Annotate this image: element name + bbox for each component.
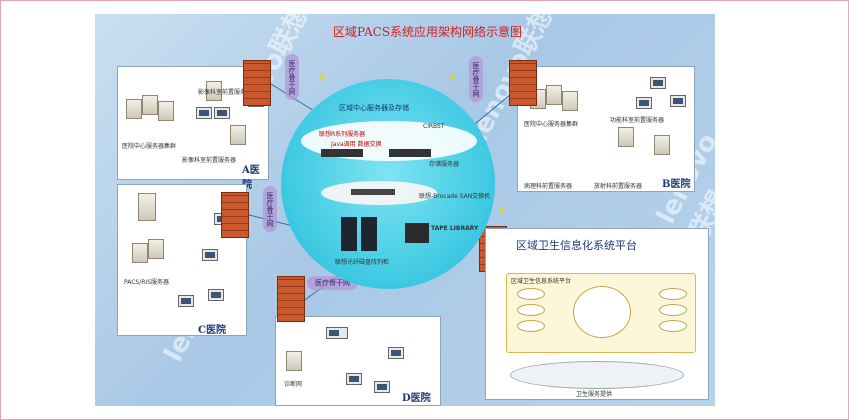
hospital-c-panel: PACS/RIS服务器 C医院 [117, 184, 247, 336]
label: 医院中心服务器集群 [524, 121, 579, 128]
device-icon [138, 193, 156, 221]
regional-center: 区域中心服务器及存储 联想R系列服务器 ClRBST Java调用 数据交换 存… [281, 79, 495, 289]
label: 卫生服务提供 [576, 391, 613, 398]
storage-array-icon [361, 217, 377, 251]
label: 联想-Brocade SAN交换机 [419, 193, 491, 200]
label: 存储服务器 [429, 161, 460, 168]
server-icon [142, 95, 158, 115]
firewall-icon [509, 60, 537, 106]
firewall-icon [243, 60, 271, 106]
hospital-c-name: C医院 [198, 325, 226, 336]
link-bolt-icon: ⚡ [497, 204, 507, 220]
hospital-d-name: D医院 [402, 393, 431, 404]
server-icon [546, 85, 562, 105]
server-icon [654, 135, 670, 155]
firewall-icon [277, 276, 305, 322]
server-rack-icon [389, 149, 431, 157]
server-icon [126, 99, 142, 119]
server-icon [286, 351, 302, 371]
link-bolt-icon: ⚡ [447, 70, 457, 86]
server-icon [158, 101, 174, 121]
server-icon [148, 239, 164, 259]
label: 影像科室前置服务器 [182, 157, 237, 164]
workstation-icon [670, 95, 686, 107]
label: PACS/RIS服务器 [124, 279, 170, 286]
workstation-icon [346, 373, 362, 385]
platform-title: 区域卫生信息化系统平台 [516, 239, 637, 252]
workstation-icon [650, 77, 666, 89]
hospital-b-name: B医院 [662, 179, 691, 190]
workstation-icon [374, 381, 390, 393]
server-icon [562, 91, 578, 111]
module-icon [659, 288, 687, 300]
server-rack-icon [321, 149, 363, 157]
users-group [510, 361, 684, 389]
label: ClRBST [423, 123, 445, 130]
workstation-icon [636, 97, 652, 109]
label: 联想R系列服务器 [319, 131, 366, 138]
label: 联想光纤磁盘阵列柜 [335, 259, 390, 266]
label: 影像科室前置服务器 [198, 89, 253, 96]
switch-icon [351, 189, 395, 195]
workstation-icon [196, 107, 212, 119]
module-icon [517, 320, 545, 332]
tape-library-icon [405, 223, 429, 243]
database-icon [573, 286, 631, 338]
module-icon [659, 320, 687, 332]
module-icon [659, 304, 687, 316]
platform-core: 区域卫生信息系统平台 [506, 273, 696, 353]
storage-array-icon [341, 217, 357, 251]
device-icon [326, 327, 348, 339]
hospital-b-panel: 医院中心服务器集群 功能科室前置服务器 病理科前置服务器 放射科前置服务器 B医… [517, 66, 695, 192]
diagram-canvas: lenovo联想 lenovo联想 lenovo联想 lenovo联想 区域PA… [95, 14, 715, 406]
label: Java调用 数据交换 [331, 141, 382, 148]
backbone-label: 医疗骨干网 [263, 186, 277, 232]
hospital-d-panel: 诊断网 D医院 [275, 316, 441, 406]
platform-panel: 区域卫生信息化系统平台 区域卫生信息系统平台 卫生服务提供 [485, 228, 709, 400]
module-icon [517, 288, 545, 300]
firewall-icon [221, 192, 249, 238]
label: 医院中心服务器集群 [122, 143, 177, 150]
server-icon [618, 127, 634, 147]
server-icon [206, 81, 222, 101]
workstation-icon [208, 289, 224, 301]
hospital-a-name: A医院 [242, 165, 260, 191]
workstation-icon [178, 295, 194, 307]
label: 功能科室前置服务器 [610, 117, 665, 124]
label: TAPE LIBRARY [431, 225, 479, 232]
workstation-icon [388, 347, 404, 359]
server-icon [132, 243, 148, 263]
diagram-title: 区域PACS系统应用架构网络示意图 [333, 25, 523, 39]
label: 区域卫生信息系统平台 [511, 278, 572, 285]
link-bolt-icon: ⚡ [317, 70, 327, 86]
label: 放射科前置服务器 [594, 183, 643, 190]
backbone-label: 医疗骨干网 [469, 56, 483, 102]
backbone-label: 医疗骨干网 [285, 54, 299, 100]
workstation-icon [214, 107, 230, 119]
server-icon [230, 125, 246, 145]
center-title: 区域中心服务器及存储 [339, 104, 409, 112]
module-icon [517, 304, 545, 316]
workstation-icon [202, 249, 218, 261]
label: 病理科前置服务器 [524, 183, 573, 190]
label: 诊断网 [284, 381, 303, 388]
